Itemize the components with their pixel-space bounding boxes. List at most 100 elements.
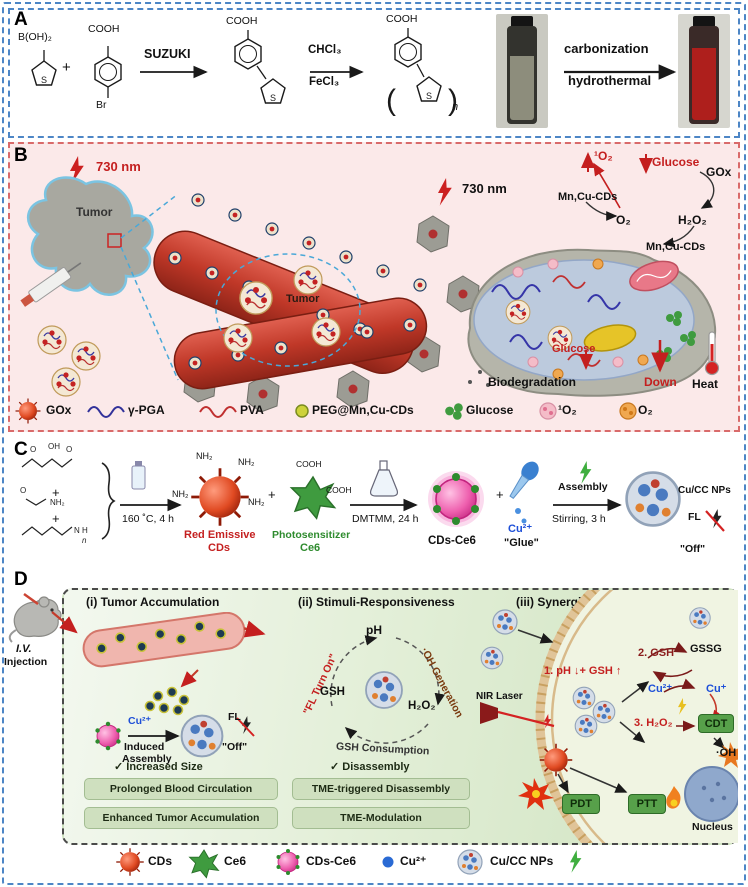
red-emissive-label: Red Emissive — [184, 529, 256, 541]
cu2-icon — [382, 856, 394, 868]
disassembly-arrow — [619, 721, 646, 743]
cucc-nps-icon — [180, 714, 224, 758]
flow-arrow — [243, 620, 266, 638]
dna-strand — [491, 284, 621, 350]
benefit-box-tme: TME-Modulation — [292, 807, 470, 829]
atom-s: S — [270, 93, 276, 103]
atom-s: S — [41, 75, 47, 85]
ce6-label: Ce6 — [300, 542, 321, 554]
glucose-label: Glucose — [652, 155, 700, 169]
increased-size-label: ✓ Increased Size — [114, 761, 203, 773]
photosensitizer-label: Photosensitizer — [272, 529, 351, 541]
br-label: Br — [96, 99, 107, 111]
legend-label-pva: PVA — [240, 403, 264, 417]
gsh-label: GSH — [320, 686, 345, 698]
plus-sign: + — [268, 487, 276, 502]
membrane-lipids — [535, 590, 601, 843]
mncucds-label: Mn,Cu-CDs — [558, 191, 618, 203]
oxygen-label: O₂ — [616, 213, 631, 227]
hydrothermal-label: hydrothermal — [568, 73, 652, 88]
assembly-label: Assembly — [122, 753, 172, 765]
condition-label: 160 ˚C, 4 h — [122, 513, 174, 525]
tumor-cell-icon — [416, 215, 450, 253]
cucc-nps-icon — [689, 607, 711, 629]
legend-label-ce6: Ce6 — [224, 854, 247, 868]
gamma-pga-icon — [87, 406, 125, 418]
plus-sign: + — [52, 511, 60, 526]
nanoparticle-icon — [51, 367, 81, 397]
fl-label: FL — [688, 511, 701, 523]
nanoparticle-icon — [311, 317, 341, 347]
cds-to-o2-arrow — [585, 201, 618, 221]
pva-icon — [199, 406, 237, 418]
step1-label: 1. pH ↓+ GSH ↑ — [544, 665, 622, 677]
plus-sign: + — [62, 59, 71, 76]
benefit-box-accumulation: Enhanced Tumor Accumulation — [84, 807, 278, 829]
tumor-blob — [26, 176, 154, 296]
mouse-icon — [8, 592, 62, 643]
biodegradation-label: Biodegradation — [488, 375, 577, 389]
nucleus-icon — [684, 766, 738, 822]
cds-ce6-icon — [94, 721, 122, 751]
zoom-ellipse — [215, 253, 361, 367]
organelle-icon — [583, 324, 637, 352]
cell-illustration — [467, 248, 717, 397]
panel-c-scheme: O OH O O NH₂ N H n — [20, 442, 725, 545]
heat-label: Heat — [692, 377, 719, 391]
blood-vessel-illustration — [82, 612, 266, 716]
atom-label: N H — [74, 526, 88, 535]
section-i-title: (i) Tumor Accumulation — [86, 595, 220, 609]
off-label: "Off" — [680, 543, 706, 555]
oxygen-dots — [552, 258, 649, 380]
boh2-label: B(OH)₂ — [18, 31, 52, 43]
assembly-diagram — [94, 714, 255, 758]
atom-s: S — [426, 91, 432, 101]
panel-d-label: D — [14, 569, 28, 590]
thermometer-icon — [704, 331, 720, 376]
degradation-dots — [468, 370, 490, 387]
cds-icon — [115, 847, 145, 877]
activated-ps-icon — [538, 742, 574, 778]
pdt-box: PDT — [562, 794, 600, 814]
fecl3-label: FeCl₃ — [309, 76, 340, 88]
photo-polymer-vial — [496, 14, 548, 128]
condition-label: DMTMM, 24 h — [352, 513, 419, 525]
nh2-label: NH₂ — [172, 489, 189, 499]
atom-label: O — [20, 486, 26, 495]
nanoparticle-icon — [293, 265, 323, 295]
green-bolt-icon — [570, 850, 582, 873]
cooh-label: COOH — [226, 15, 258, 27]
nanoparticle-icon — [71, 341, 101, 371]
uptake-arrow — [517, 629, 554, 644]
tumor-rod — [173, 297, 428, 390]
injection-arrow — [51, 611, 78, 634]
nanoparticle-icon — [37, 325, 67, 355]
assembly-label: Assembly — [558, 481, 608, 493]
nir-laser-label: NIR Laser — [476, 691, 523, 702]
circulating-nps — [96, 621, 227, 654]
gssg-label: GSSG — [690, 643, 722, 655]
down-label: Down — [644, 375, 677, 389]
stimuli-cycle-diagram — [330, 635, 445, 744]
cds-ce6-icon — [276, 848, 300, 876]
zoom-line — [120, 246, 179, 381]
nanoparticle-icon — [505, 299, 531, 325]
atom-label: O — [30, 445, 36, 454]
gox-label: GOx — [706, 165, 732, 179]
plus-sign: + — [496, 487, 504, 502]
h2o2-label: H₂O₂ — [408, 700, 436, 712]
plus-sign: + — [52, 485, 60, 500]
nh2-label: NH₂ — [196, 451, 213, 461]
accumulated-nps — [144, 686, 190, 716]
nh2-label: NH₂ — [238, 457, 255, 467]
cu2-label: Cu²⁺ — [128, 715, 152, 727]
glucose-icon — [445, 403, 463, 420]
h2o2-to-cds-arrow — [662, 225, 695, 248]
benefit-box-circulation: Prolonged Blood Circulation — [84, 778, 278, 800]
panel-d-legend-icons — [115, 847, 582, 879]
fl-label: FL — [228, 711, 241, 723]
heat-flame-icon — [666, 786, 681, 809]
flask-icon — [369, 460, 399, 497]
cycle-arc — [344, 723, 429, 744]
